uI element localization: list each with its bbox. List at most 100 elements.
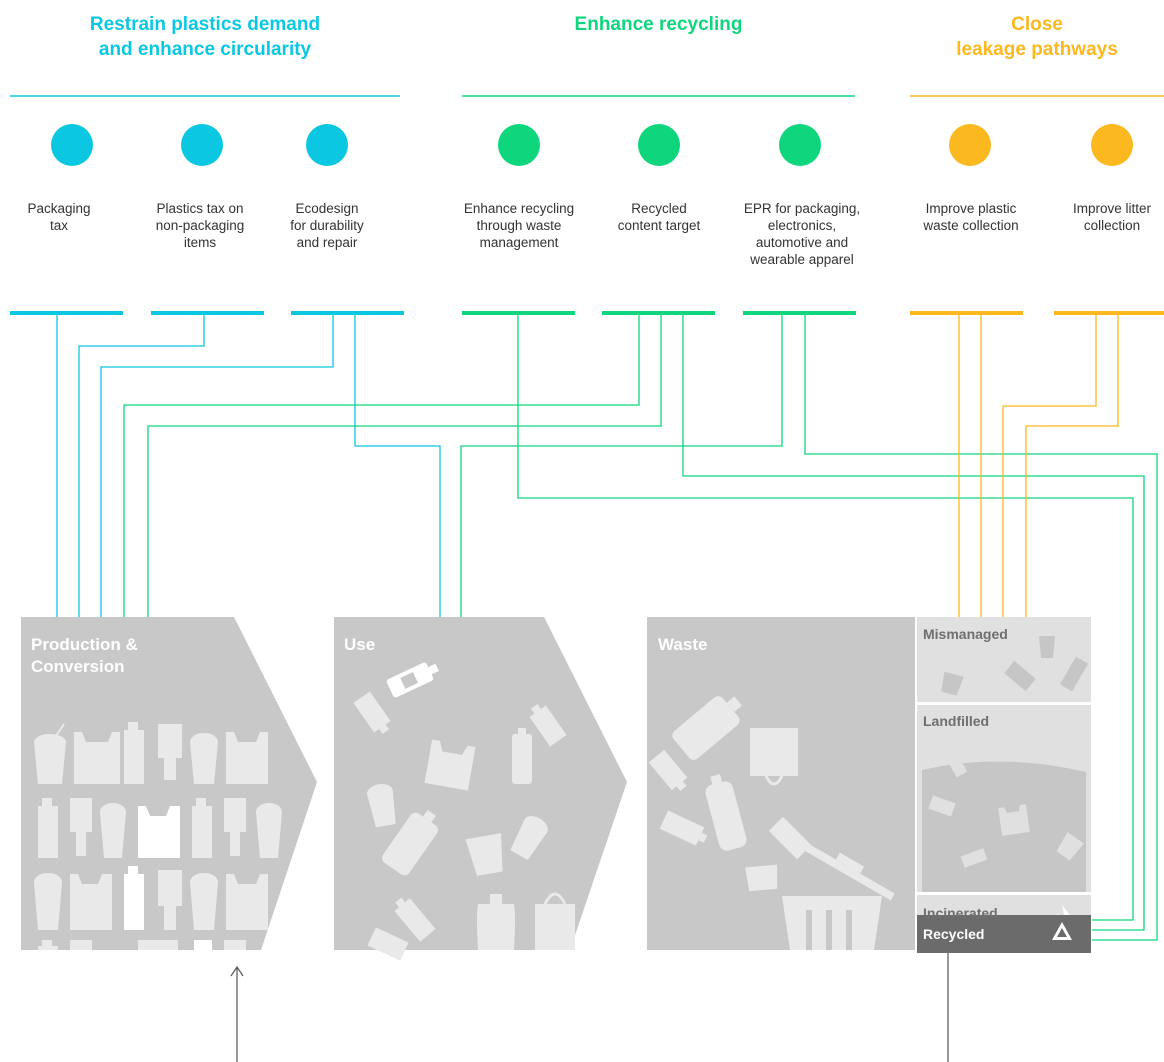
policy-dot-plastics-tax [181,124,223,166]
cup-icon [34,723,66,784]
bottle-icon [38,940,58,950]
stage-panel-waste [647,617,915,950]
policy-label-line: tax [49,218,68,233]
policy-label-line: content target [617,218,701,233]
policy-label-enhance-recycling: Enhance recycling through waste manageme… [444,200,594,251]
policy-label-line: collection [1083,218,1141,233]
policy-label-line: non-packaging [155,218,245,233]
bag-icon [424,739,476,791]
policy-dot-packaging-tax [51,124,93,166]
stage-label-line: Production & [31,635,138,654]
policy-bar [10,311,123,315]
group-title-recycling: Enhance recycling [462,12,855,37]
cup-icon [745,864,778,892]
policy-dot-enhance-recycling [498,124,540,166]
bottle-icon [960,848,988,868]
policy-bar [462,311,575,315]
connector-ecodesign-production [100,315,334,618]
connector-epr-recycled [804,315,1158,941]
bottle-icon [194,940,212,950]
bag-icon [74,732,120,784]
policy-label-line: and repair [296,235,358,250]
policy-label-line: electronics, [767,218,837,233]
cup-icon [190,733,218,784]
bottle-icon [944,750,968,778]
cup-icon [367,783,396,828]
connector-ecodesign-use [354,315,441,618]
policy-label-line: wearable apparel [750,252,854,267]
bottle-icon [928,795,956,817]
bag-icon [535,892,575,950]
cup-icon [941,671,964,696]
policy-label-line: automotive and [755,235,849,250]
bottle-icon [477,894,515,950]
recycle-icon [1052,922,1072,940]
stage-label-line: Waste [658,635,708,654]
bag-icon [750,728,798,786]
group-title-demand-line1: Restrain plastics demand [89,14,321,35]
bottle-icon [158,724,182,780]
waste-icons [648,696,895,950]
policy-bar [602,311,715,315]
bottle-icon [705,774,747,851]
connector-litter-a [1002,315,1097,618]
policy-label-line: EPR for packaging, [743,201,861,216]
connector-recycled-content-b [147,315,662,618]
stage-panel-use [334,617,627,950]
cup-icon [465,833,503,876]
bin-label-incinerated: Incinerated [923,905,998,921]
policy-label-line: Packaging [27,201,91,216]
cup-icon [100,803,126,858]
trash-can-icon [782,896,882,950]
policy-label-line: through waste [476,218,562,233]
bottle-icon [124,722,144,784]
connector-lines [56,315,1158,941]
policy-label-waste-collection: Improve plastic waste collection [906,200,1036,234]
cup-icon [510,816,548,861]
bin-label-mismanaged: Mismanaged [923,626,1008,642]
policy-label-recycled-content: Recycled content target [604,200,714,234]
policy-label-line: Improve plastic [925,201,1017,216]
bottle-icon [192,798,212,858]
bag-icon [138,940,178,950]
bottle-icon [386,662,439,698]
policy-label-line: Enhance recycling [463,201,575,216]
stage-label-production: Production & Conversion [31,634,138,678]
policy-label-line: Ecodesign [295,201,359,216]
bottle-icon [382,810,438,876]
cup-icon [190,873,218,930]
bottle-icon [70,798,92,856]
bottle-icon [659,810,708,846]
policy-label-line: Improve litter [1072,201,1152,216]
group-title-recycling-line1: Enhance recycling [574,14,743,35]
policy-label-line: Recycled [631,201,687,216]
policy-label-litter-collection: Improve litter collection [1060,200,1164,234]
bottle-icon [1059,656,1089,692]
policy-label-line: items [183,235,217,250]
bag-icon [138,806,180,858]
policy-dot-waste-collection [949,124,991,166]
production-icons [34,722,282,950]
bag-icon [998,804,1030,836]
group-title-leakage: Close leakage pathways [910,12,1164,62]
landfilled-icons [922,750,1086,892]
cup-icon [34,873,62,930]
policy-dot-recycled-content [638,124,680,166]
bottle-icon [768,816,812,860]
policy-bar [1054,311,1164,315]
policy-bar [291,311,404,315]
policy-bar [910,311,1023,315]
policy-label-line: for durability [290,218,364,233]
policy-bar [743,311,856,315]
policy-bar [151,311,264,315]
bottle-icon [394,897,436,942]
group-title-leakage-line2: leakage pathways [956,39,1118,60]
bottle-icon [70,940,92,950]
bottle-icon [672,696,743,760]
connector-enhance-recycling [517,315,1134,921]
stage-label-line: Use [344,635,376,654]
bin-label-landfilled: Landfilled [923,713,990,729]
stage-panel-production [21,617,317,950]
policy-label-packaging-tax: Packaging tax [12,200,106,234]
